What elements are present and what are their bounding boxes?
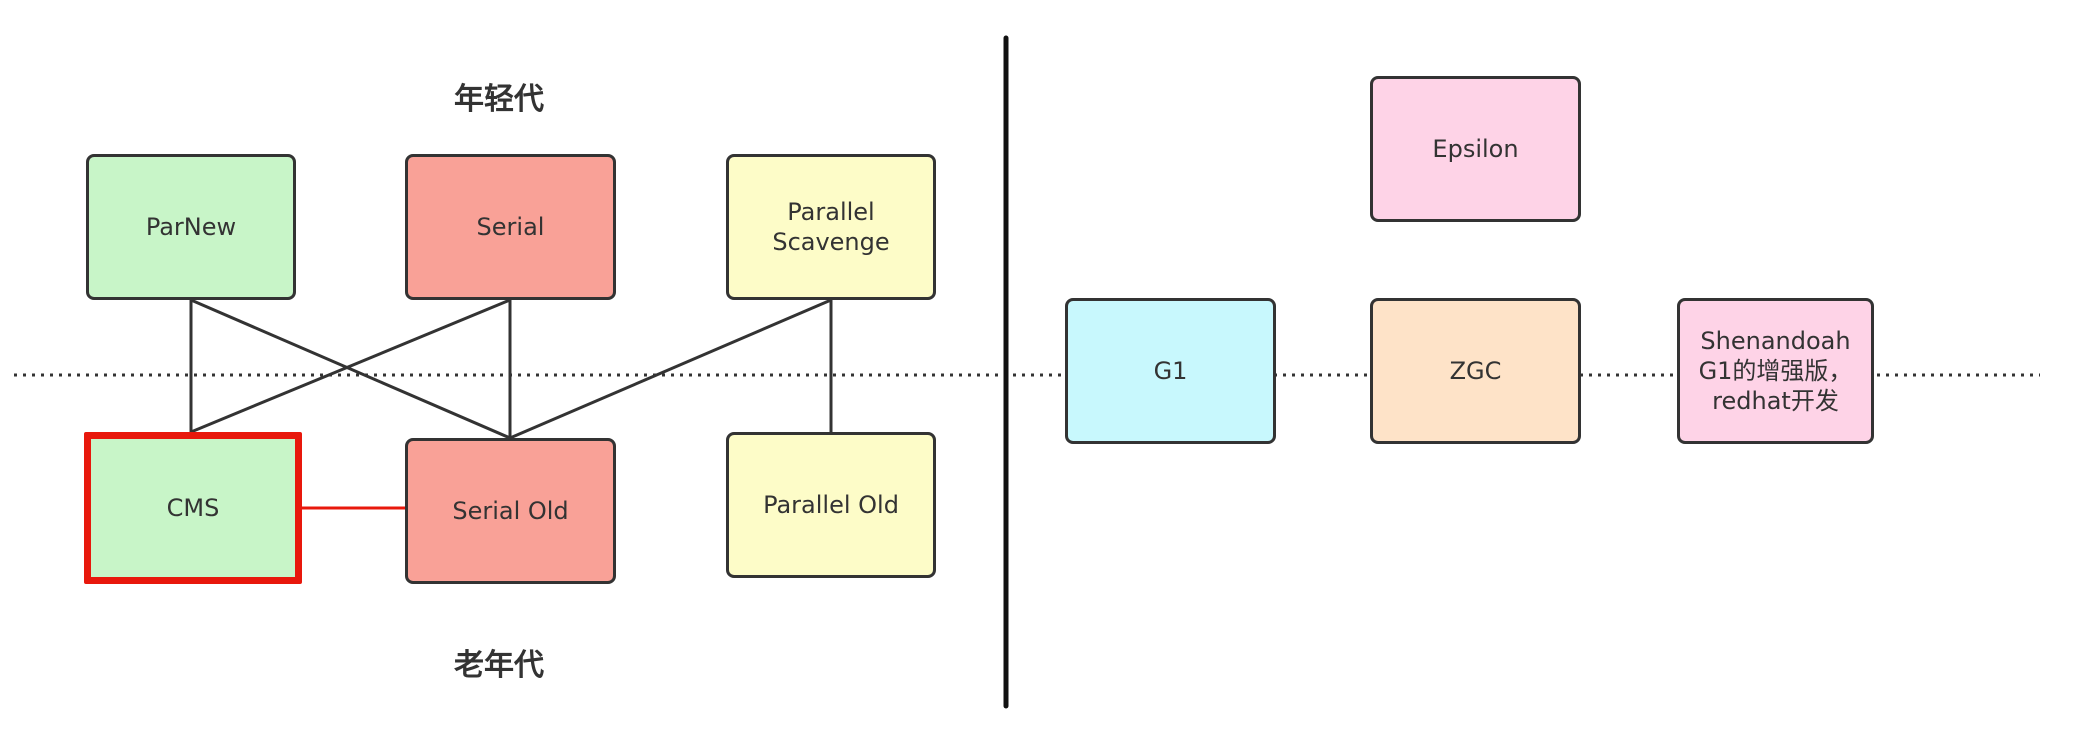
parallel-old-box: Parallel Old [726, 432, 936, 578]
old-generation-heading: 老年代 [454, 648, 544, 683]
shenandoah-box: Shenandoah G1的增强版， redhat开发 [1677, 298, 1874, 444]
g1-box: G1 [1065, 298, 1276, 444]
zgc-box: ZGC [1370, 298, 1581, 444]
cms-box: CMS [84, 432, 302, 584]
young-generation-heading: 年轻代 [454, 82, 544, 117]
parallel-scavenge-box: Parallel Scavenge [726, 154, 936, 300]
connection-parallel-scavenge-serial-old [509, 298, 832, 440]
connection-serial-cms [190, 298, 511, 434]
connection-parnew-serial-old [190, 298, 511, 440]
parnew-box: ParNew [86, 154, 296, 300]
serial-box: Serial [405, 154, 616, 300]
epsilon-box: Epsilon [1370, 76, 1581, 222]
serial-old-box: Serial Old [405, 438, 616, 584]
